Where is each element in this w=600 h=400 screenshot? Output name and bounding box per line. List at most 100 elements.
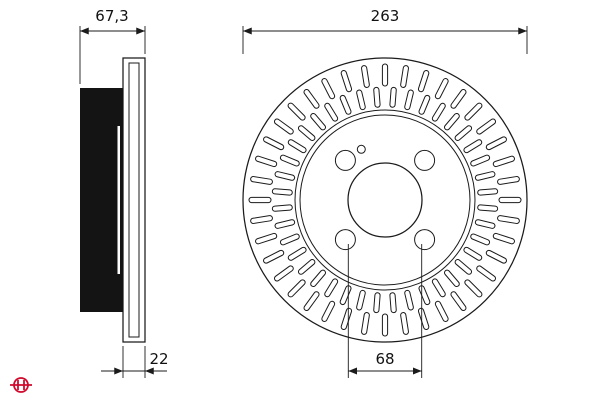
vent-slot bbox=[373, 86, 381, 108]
hat-section-gap bbox=[117, 126, 120, 274]
vent-slot bbox=[356, 289, 366, 311]
vent-slot bbox=[255, 155, 278, 168]
vent-slot bbox=[250, 215, 273, 224]
locating-pin-hole bbox=[356, 144, 366, 154]
vent-slot bbox=[271, 188, 293, 196]
vent-slot bbox=[303, 291, 320, 312]
vent-slot bbox=[492, 155, 515, 168]
friction-ring-outline bbox=[122, 57, 146, 343]
vent-slot bbox=[250, 176, 273, 185]
vent-slot bbox=[450, 291, 467, 312]
vent-slot bbox=[255, 232, 278, 245]
vent-slot bbox=[263, 136, 285, 151]
vent-slot bbox=[477, 188, 499, 196]
vent-slot bbox=[497, 176, 520, 185]
bolt-hole-bottom-right bbox=[414, 229, 436, 251]
vent-slot bbox=[356, 89, 366, 111]
vent-slot bbox=[464, 279, 483, 298]
vent-slot bbox=[400, 312, 409, 335]
vent-slot bbox=[431, 102, 446, 122]
vent-slot bbox=[274, 219, 296, 229]
vent-slot bbox=[443, 269, 460, 288]
vent-slot bbox=[450, 88, 467, 109]
vent-slot bbox=[287, 246, 307, 261]
vent-slot bbox=[476, 118, 497, 135]
vent-slot bbox=[470, 233, 491, 246]
bolt-hole-top-right bbox=[414, 149, 436, 171]
vent-slot bbox=[310, 112, 327, 131]
vent-slot bbox=[287, 139, 307, 154]
vent-slot bbox=[321, 300, 336, 322]
vent-slot bbox=[297, 125, 316, 142]
vent-slot bbox=[463, 139, 483, 154]
dim-bore-diameter-label: 68 bbox=[375, 350, 394, 368]
front-view bbox=[242, 57, 528, 343]
vent-slot bbox=[340, 70, 353, 93]
vent-slot bbox=[279, 233, 300, 246]
vent-slot bbox=[381, 63, 389, 87]
vent-slot bbox=[498, 196, 522, 204]
vent-slot bbox=[273, 265, 294, 282]
vent-slot bbox=[418, 94, 431, 115]
vent-slot bbox=[476, 265, 497, 282]
vent-slot bbox=[474, 219, 496, 229]
dim-outer-diameter-label: 263 bbox=[371, 7, 400, 25]
bosch-logo bbox=[10, 377, 32, 393]
vent-slot bbox=[287, 102, 306, 121]
vent-slot bbox=[485, 249, 507, 264]
vent-slot bbox=[324, 102, 339, 122]
dimension-bore-diameter: 68 bbox=[347, 244, 423, 378]
vent-slots-ring bbox=[248, 63, 522, 337]
vent-slot bbox=[279, 154, 300, 167]
vent-slot bbox=[248, 196, 272, 204]
vent-slot bbox=[417, 70, 430, 93]
vent-slot bbox=[274, 171, 296, 181]
vent-slot bbox=[434, 300, 449, 322]
vent-slot bbox=[361, 65, 370, 88]
vent-slot bbox=[474, 171, 496, 181]
bolt-hole-bottom-left bbox=[334, 229, 356, 251]
vent-slot bbox=[273, 118, 294, 135]
vent-slot bbox=[404, 289, 414, 311]
dim-side-width-label: 67,3 bbox=[95, 7, 128, 25]
vent-slot bbox=[464, 102, 483, 121]
vent-slot bbox=[287, 279, 306, 298]
vent-slot bbox=[361, 312, 370, 335]
vent-slot bbox=[339, 94, 352, 115]
vent-slot bbox=[310, 269, 327, 288]
vent-slot bbox=[263, 249, 285, 264]
vent-slot bbox=[321, 78, 336, 100]
vent-slot bbox=[297, 258, 316, 275]
vent-slot bbox=[417, 307, 430, 330]
vent-slot bbox=[404, 89, 414, 111]
vent-slot bbox=[303, 88, 320, 109]
dimension-outer-diameter: 263 bbox=[242, 7, 528, 54]
side-view-section bbox=[80, 57, 146, 343]
dimension-side-width: 67,3 bbox=[79, 7, 146, 84]
vent-slot bbox=[381, 313, 389, 337]
dim-thickness-label: 22 bbox=[149, 350, 168, 368]
outer-diameter-circle bbox=[242, 57, 528, 343]
vent-slot bbox=[497, 215, 520, 224]
friction-surface-inner-circle bbox=[294, 109, 476, 291]
bolt-hole-top-left bbox=[334, 149, 356, 171]
vent-slot bbox=[454, 258, 473, 275]
vent-slot bbox=[271, 204, 293, 212]
dimension-thickness: 22 bbox=[101, 346, 169, 378]
vent-slot bbox=[477, 204, 499, 212]
vent-slot bbox=[418, 285, 431, 306]
center-bore-circle bbox=[347, 162, 423, 238]
vent-slot bbox=[431, 278, 446, 298]
hat-outer-circle bbox=[299, 114, 471, 286]
vent-slot bbox=[389, 86, 397, 108]
vent-slot bbox=[485, 136, 507, 151]
vent-slot bbox=[492, 232, 515, 245]
vent-slot bbox=[443, 112, 460, 131]
vent-slot bbox=[340, 307, 353, 330]
vent-slot bbox=[339, 285, 352, 306]
vent-slot bbox=[434, 78, 449, 100]
vent-slot bbox=[463, 246, 483, 261]
vent-slot bbox=[373, 292, 381, 314]
